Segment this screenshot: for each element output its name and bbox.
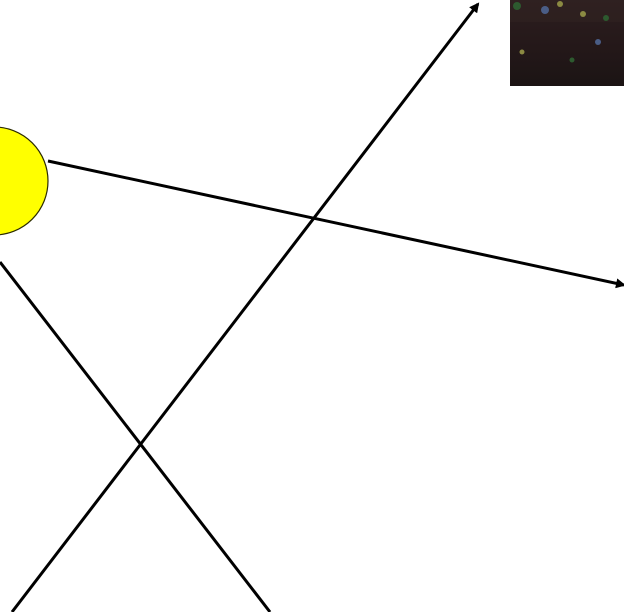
photo-leaf-yellow-2 [580,11,586,17]
photo-leaf-green-2 [603,15,609,21]
right-arrow [48,161,624,285]
photo-leaf-blue-2 [595,39,601,45]
diagonal-up-arrow [12,4,478,612]
crossing-line [0,262,270,612]
sun-circle [0,127,48,235]
photo-thumbnail-group [510,0,624,86]
photo-leaf-blue-1 [541,6,549,14]
photo-leaf-yellow-3 [520,50,525,55]
photo-leaf-green-1 [513,2,521,10]
photo-leaf-green-3 [570,58,575,63]
photo-leaf-yellow-1 [557,1,563,7]
